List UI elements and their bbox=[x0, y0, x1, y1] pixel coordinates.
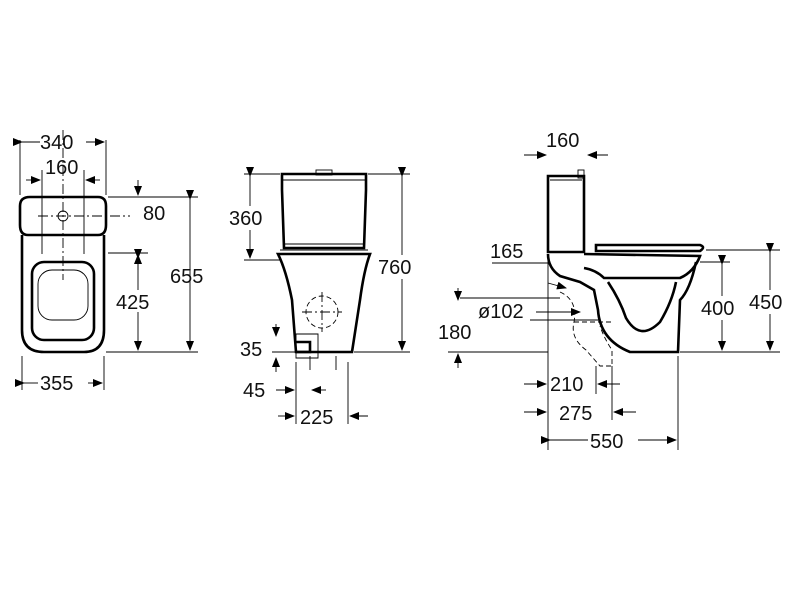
dim-side-total-bowl-height: 450 bbox=[749, 292, 782, 314]
side-view-trap bbox=[606, 281, 678, 333]
dim-side-tank-depth: 160 bbox=[546, 130, 579, 152]
side-view-seat bbox=[583, 252, 702, 280]
side-view-seat-lid bbox=[594, 243, 705, 253]
dim-front-fixing-spacing: 225 bbox=[300, 407, 333, 429]
dim-side-seat-height: 400 bbox=[701, 298, 734, 320]
dim-side-outlet-diameter: ø102 bbox=[478, 301, 524, 323]
front-view: 360 760 35 45 225 bbox=[226, 167, 422, 429]
dim-side-outlet-top: 165 bbox=[490, 241, 523, 263]
dim-front-inlet-height: 35 bbox=[240, 339, 262, 361]
dim-top-length: 655 bbox=[170, 266, 203, 288]
dim-top-fixing-distance: 425 bbox=[116, 292, 149, 314]
top-view-bowl-outline bbox=[20, 235, 106, 354]
front-view-tank bbox=[280, 172, 368, 250]
dim-side-outlet-height: 180 bbox=[438, 322, 471, 344]
front-view-bowl bbox=[275, 252, 372, 354]
dim-top-hole-offset: 80 bbox=[143, 203, 165, 225]
dim-front-total-height: 760 bbox=[378, 257, 411, 279]
front-view-water-inlet bbox=[296, 340, 312, 354]
side-view: 160 165 ø102 180 400 450 210 275 55 bbox=[438, 130, 798, 453]
dim-front-tank-height: 360 bbox=[229, 208, 262, 230]
side-view-outlet-hidden bbox=[559, 291, 613, 367]
dim-side-outlet-distance-1: 210 bbox=[550, 374, 583, 396]
top-view: 340 160 80 655 425 355 bbox=[13, 130, 203, 395]
dim-front-inlet-offset: 45 bbox=[243, 380, 265, 402]
top-view-tank-outline bbox=[18, 195, 108, 237]
side-view-bowl bbox=[546, 253, 698, 354]
dim-top-tank-width: 340 bbox=[40, 132, 73, 154]
dim-side-outlet-distance-2: 275 bbox=[559, 403, 592, 425]
top-view-seat-inner bbox=[30, 260, 96, 342]
dim-top-bowl-width: 355 bbox=[40, 373, 73, 395]
side-view-tank bbox=[546, 174, 586, 254]
dim-top-holes-spacing: 160 bbox=[45, 157, 78, 179]
dim-side-total-depth: 550 bbox=[590, 431, 623, 453]
front-view-flush-button bbox=[315, 169, 333, 176]
